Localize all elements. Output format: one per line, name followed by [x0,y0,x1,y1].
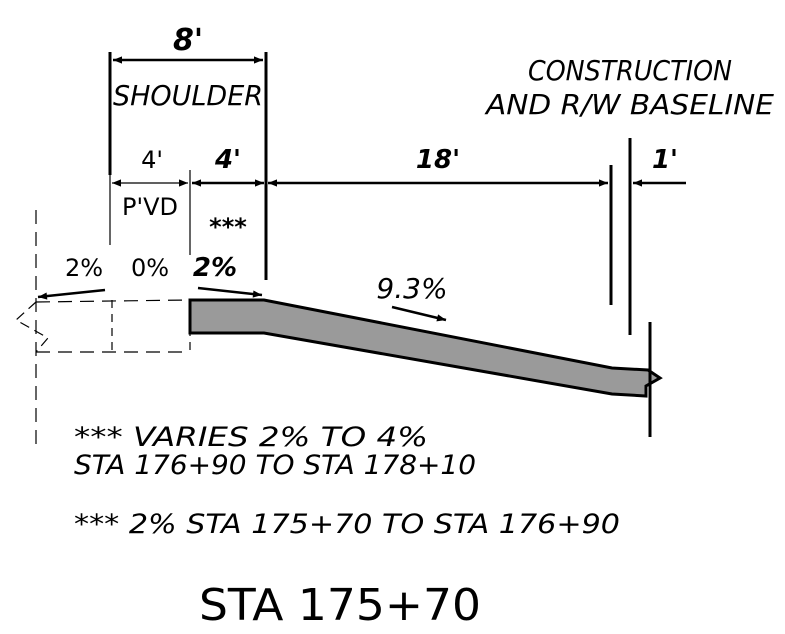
baseline-label-line2: AND R/W BASELINE [484,88,774,121]
varies-marker: *** [209,213,247,241]
note1-line1: *** VARIES 2% TO 4% [74,422,428,453]
baseline-label-line1: CONSTRUCTION [528,54,732,87]
lane-width-label: 18' [416,145,460,175]
paved-label: P'VD [122,193,178,221]
slope-arrow-lane [391,305,447,322]
paved-width-label: 4' [141,146,163,174]
slope-outer-label: 2% [65,254,103,282]
break-line-left [14,301,49,353]
slope-shoulder-label: 2% [193,253,237,283]
dashed-top-edge [35,299,191,303]
slope-paved-label: 0% [131,254,169,282]
pavement-section [188,298,663,398]
slope-arrow-shoulder [197,286,263,298]
note1-line2: STA 176+90 TO STA 178+10 [74,450,476,481]
shoulder-label: SHOULDER [113,79,263,112]
unpaved-width-label: 4' [214,145,241,175]
slope-arrow-outer [37,288,106,300]
slope-lane-label: 9.3% [376,272,447,305]
note2: *** 2% STA 175+70 TO STA 176+90 [74,509,620,540]
offset-width-label: 1' [652,145,678,175]
shoulder-width-label: 8' [173,23,203,58]
station-label: STA 175+70 [199,580,481,631]
